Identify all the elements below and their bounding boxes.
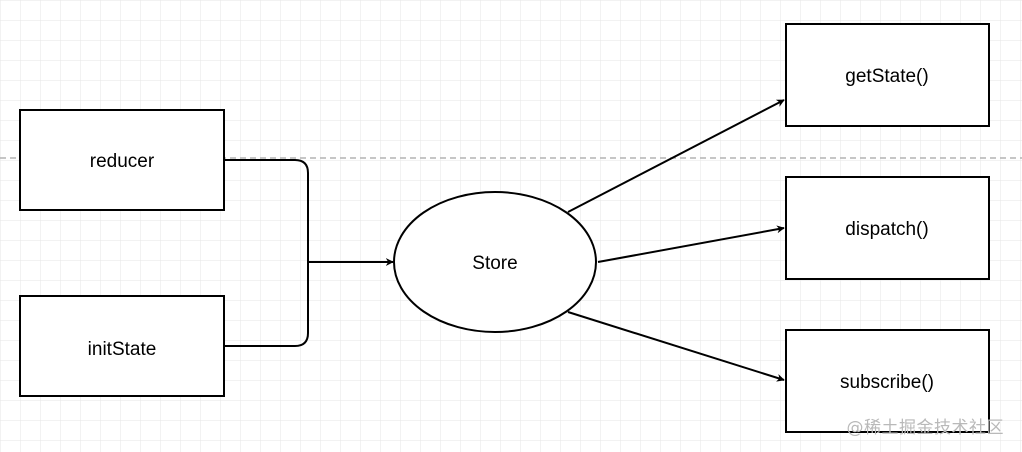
dispatch-box[interactable] xyxy=(785,176,990,280)
getstate-box[interactable] xyxy=(785,23,990,127)
reducer-node[interactable]: reducer xyxy=(19,109,225,211)
dispatch-arrow[interactable] xyxy=(597,225,785,263)
initstate-label: initState xyxy=(88,339,157,360)
getstate-arrow[interactable] xyxy=(567,99,785,213)
watermark-text: @稀土掘金技术社区 xyxy=(846,418,1004,438)
initstate-node[interactable]: initState xyxy=(19,295,225,397)
getstate-label: getState() xyxy=(845,66,928,87)
reducer-label: reducer xyxy=(90,151,155,172)
subscribe-node[interactable]: subscribe() xyxy=(785,329,990,433)
store-ellipse[interactable] xyxy=(393,191,597,333)
subscribe-arrow[interactable] xyxy=(567,311,785,382)
merge-connector[interactable] xyxy=(224,159,309,347)
getstate-node[interactable]: getState() xyxy=(785,23,990,127)
dispatch-node[interactable]: dispatch() xyxy=(785,176,990,280)
subscribe-label: subscribe() xyxy=(840,372,934,393)
subscribe-box[interactable] xyxy=(785,329,990,433)
initstate-box[interactable] xyxy=(19,295,225,397)
dispatch-label: dispatch() xyxy=(845,219,928,240)
store-node[interactable]: Store xyxy=(393,191,597,333)
store-label: Store xyxy=(472,253,517,274)
reducer-box[interactable] xyxy=(19,109,225,211)
